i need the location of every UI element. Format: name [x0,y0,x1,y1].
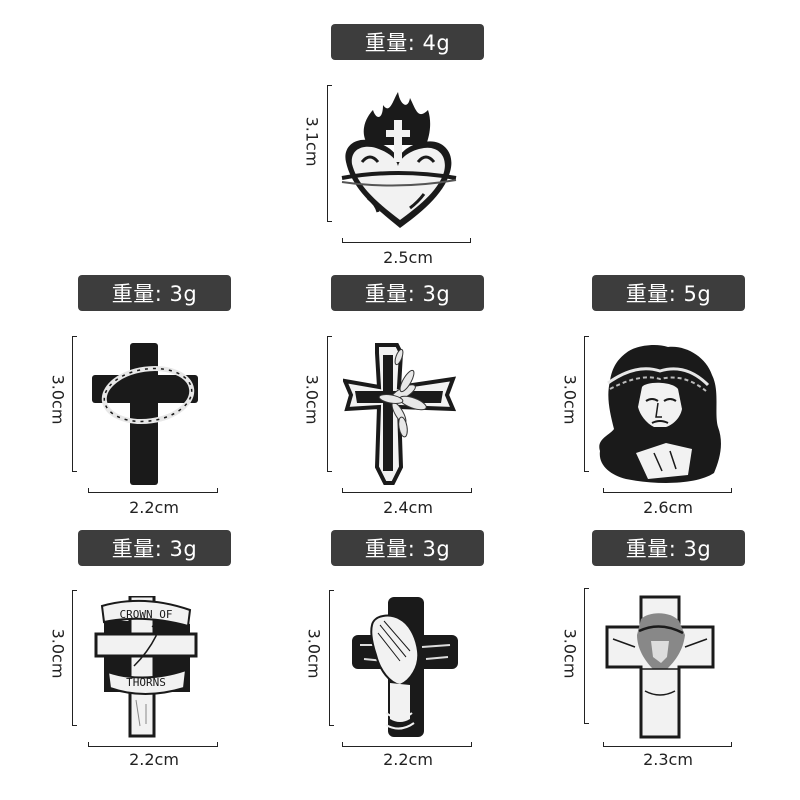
width-dimension-line [342,740,472,747]
width-label: 2.5cm [383,248,433,267]
weight-badge: 重量: 4g [331,24,484,60]
height-dimension-line [72,590,79,726]
height-label: 3.0cm [560,628,580,679]
width-label: 2.2cm [129,750,179,769]
weight-badge: 重量: 5g [592,275,745,311]
height-dimension-line [327,336,334,472]
width-label: 2.2cm [129,498,179,517]
height-dimension-line [329,590,336,726]
width-dimension-line [88,740,218,747]
height-dimension-line [584,588,591,724]
width-dimension-line [342,236,471,243]
height-label: 3.0cm [302,374,322,425]
weight-badge: 重量: 3g [331,275,484,311]
height-dimension-line [72,336,79,472]
jesus-face-icon [596,343,724,485]
floral-cross-icon [343,343,459,485]
weight-badge: 重量: 3g [592,530,745,566]
height-dimension-line [584,336,591,472]
weight-badge: 重量: 3g [78,530,231,566]
crown-of-thorns-banner-cross-icon: CROWN OF THORNS [94,596,200,738]
height-dimension-line [327,85,334,222]
width-label: 2.4cm [383,498,433,517]
width-dimension-line [603,740,732,747]
crucifix-jesus-icon [605,595,715,739]
height-label: 3.0cm [48,628,68,679]
width-dimension-line [603,486,732,493]
height-label: 3.0cm [304,628,324,679]
weight-badge: 重量: 3g [331,530,484,566]
praying-hands-cross-icon [350,595,460,739]
width-dimension-line [342,486,472,493]
width-label: 2.3cm [643,750,693,769]
height-label: 3.1cm [302,116,322,167]
height-label: 3.0cm [48,374,68,425]
sacred-heart-icon [338,90,460,232]
width-label: 2.6cm [643,498,693,517]
weight-badge: 重量: 3g [78,275,231,311]
width-dimension-line [88,486,218,493]
cross-crown-of-thorns-icon [92,343,200,485]
banner-top-text: CROWN OF [120,608,173,621]
height-label: 3.0cm [560,374,580,425]
width-label: 2.2cm [383,750,433,769]
banner-bottom-text: THORNS [126,676,166,689]
